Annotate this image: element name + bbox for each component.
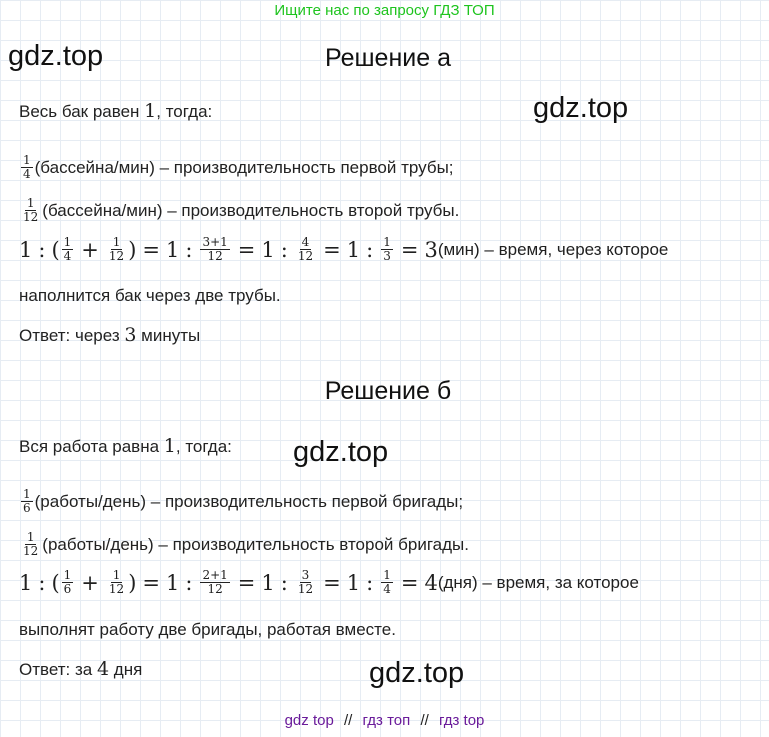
section-a-answer: Ответ: через 3 минуты bbox=[19, 324, 201, 346]
section-b-continuation: выполнят работу две бригады, работая вме… bbox=[19, 620, 396, 639]
footer-links: gdz top // гдз топ // гдз top bbox=[0, 712, 769, 729]
section-a-intro: Весь бак равен 1, тогда: bbox=[19, 100, 213, 122]
watermark: gdz.top bbox=[533, 92, 629, 124]
footer-link[interactable]: гдз топ bbox=[362, 712, 411, 729]
footer-separator: // bbox=[420, 712, 429, 729]
footer-link[interactable]: гдз top bbox=[438, 712, 485, 729]
search-banner: Ищите нас по запросу ГДЗ ТОП bbox=[274, 2, 495, 19]
section-b-answer: Ответ: за 4 дня bbox=[19, 658, 143, 680]
watermark: gdz.top bbox=[293, 436, 389, 468]
footer-separator: // bbox=[343, 712, 353, 729]
section-a-continuation: наполнится бак через две трубы. bbox=[19, 286, 281, 305]
watermark: gdz.top bbox=[8, 40, 104, 72]
footer-link[interactable]: gdz top bbox=[284, 712, 334, 729]
watermark: gdz.top bbox=[369, 657, 465, 689]
section-a-title: Решение а bbox=[325, 44, 451, 72]
section-b-intro: Вся работа равна 1, тогда: bbox=[19, 435, 232, 457]
section-b-title: Решение б bbox=[324, 377, 452, 405]
